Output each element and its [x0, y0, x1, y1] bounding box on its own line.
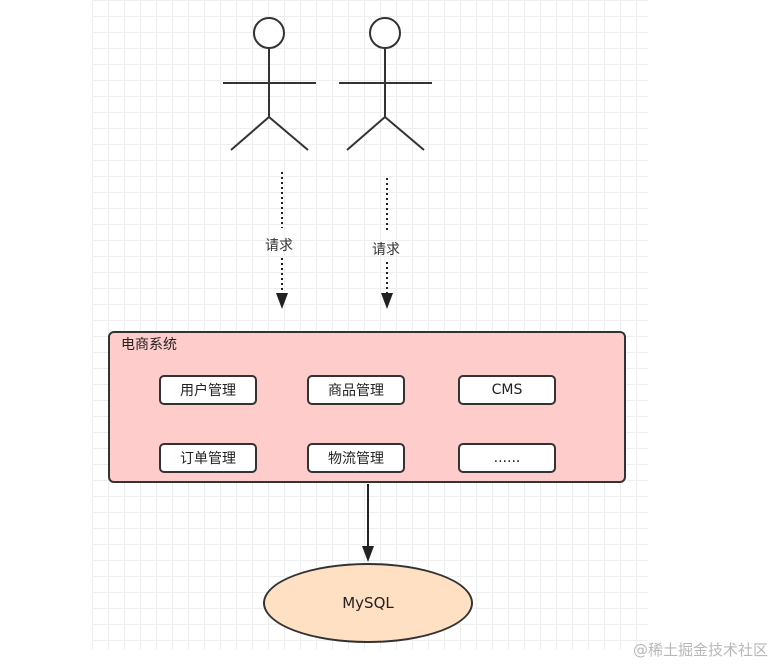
- module-product-management: 商品管理: [307, 375, 405, 405]
- watermark: @稀土掘金技术社区: [632, 641, 768, 659]
- grid-background: [92, 0, 648, 650]
- system-title: 电商系统: [121, 337, 177, 353]
- module-order-management: 订单管理: [159, 443, 257, 473]
- module-cms: CMS: [458, 375, 556, 405]
- request-label: 请求: [265, 238, 293, 254]
- actor-figure: [223, 17, 316, 151]
- module-more: ......: [458, 443, 556, 473]
- module-user-management: 用户管理: [159, 375, 257, 405]
- module-logistics-management: 物流管理: [307, 443, 405, 473]
- request-label: 请求: [372, 242, 400, 258]
- request-arrow: [276, 172, 288, 309]
- request-arrow: [381, 178, 393, 309]
- db-connection-arrow: [362, 484, 374, 562]
- ecommerce-system-box: 电商系统 用户管理 商品管理 CMS 订单管理 物流管理 ......: [108, 331, 626, 483]
- mysql-database: MySQL: [263, 563, 473, 643]
- actor-figure: [339, 17, 432, 151]
